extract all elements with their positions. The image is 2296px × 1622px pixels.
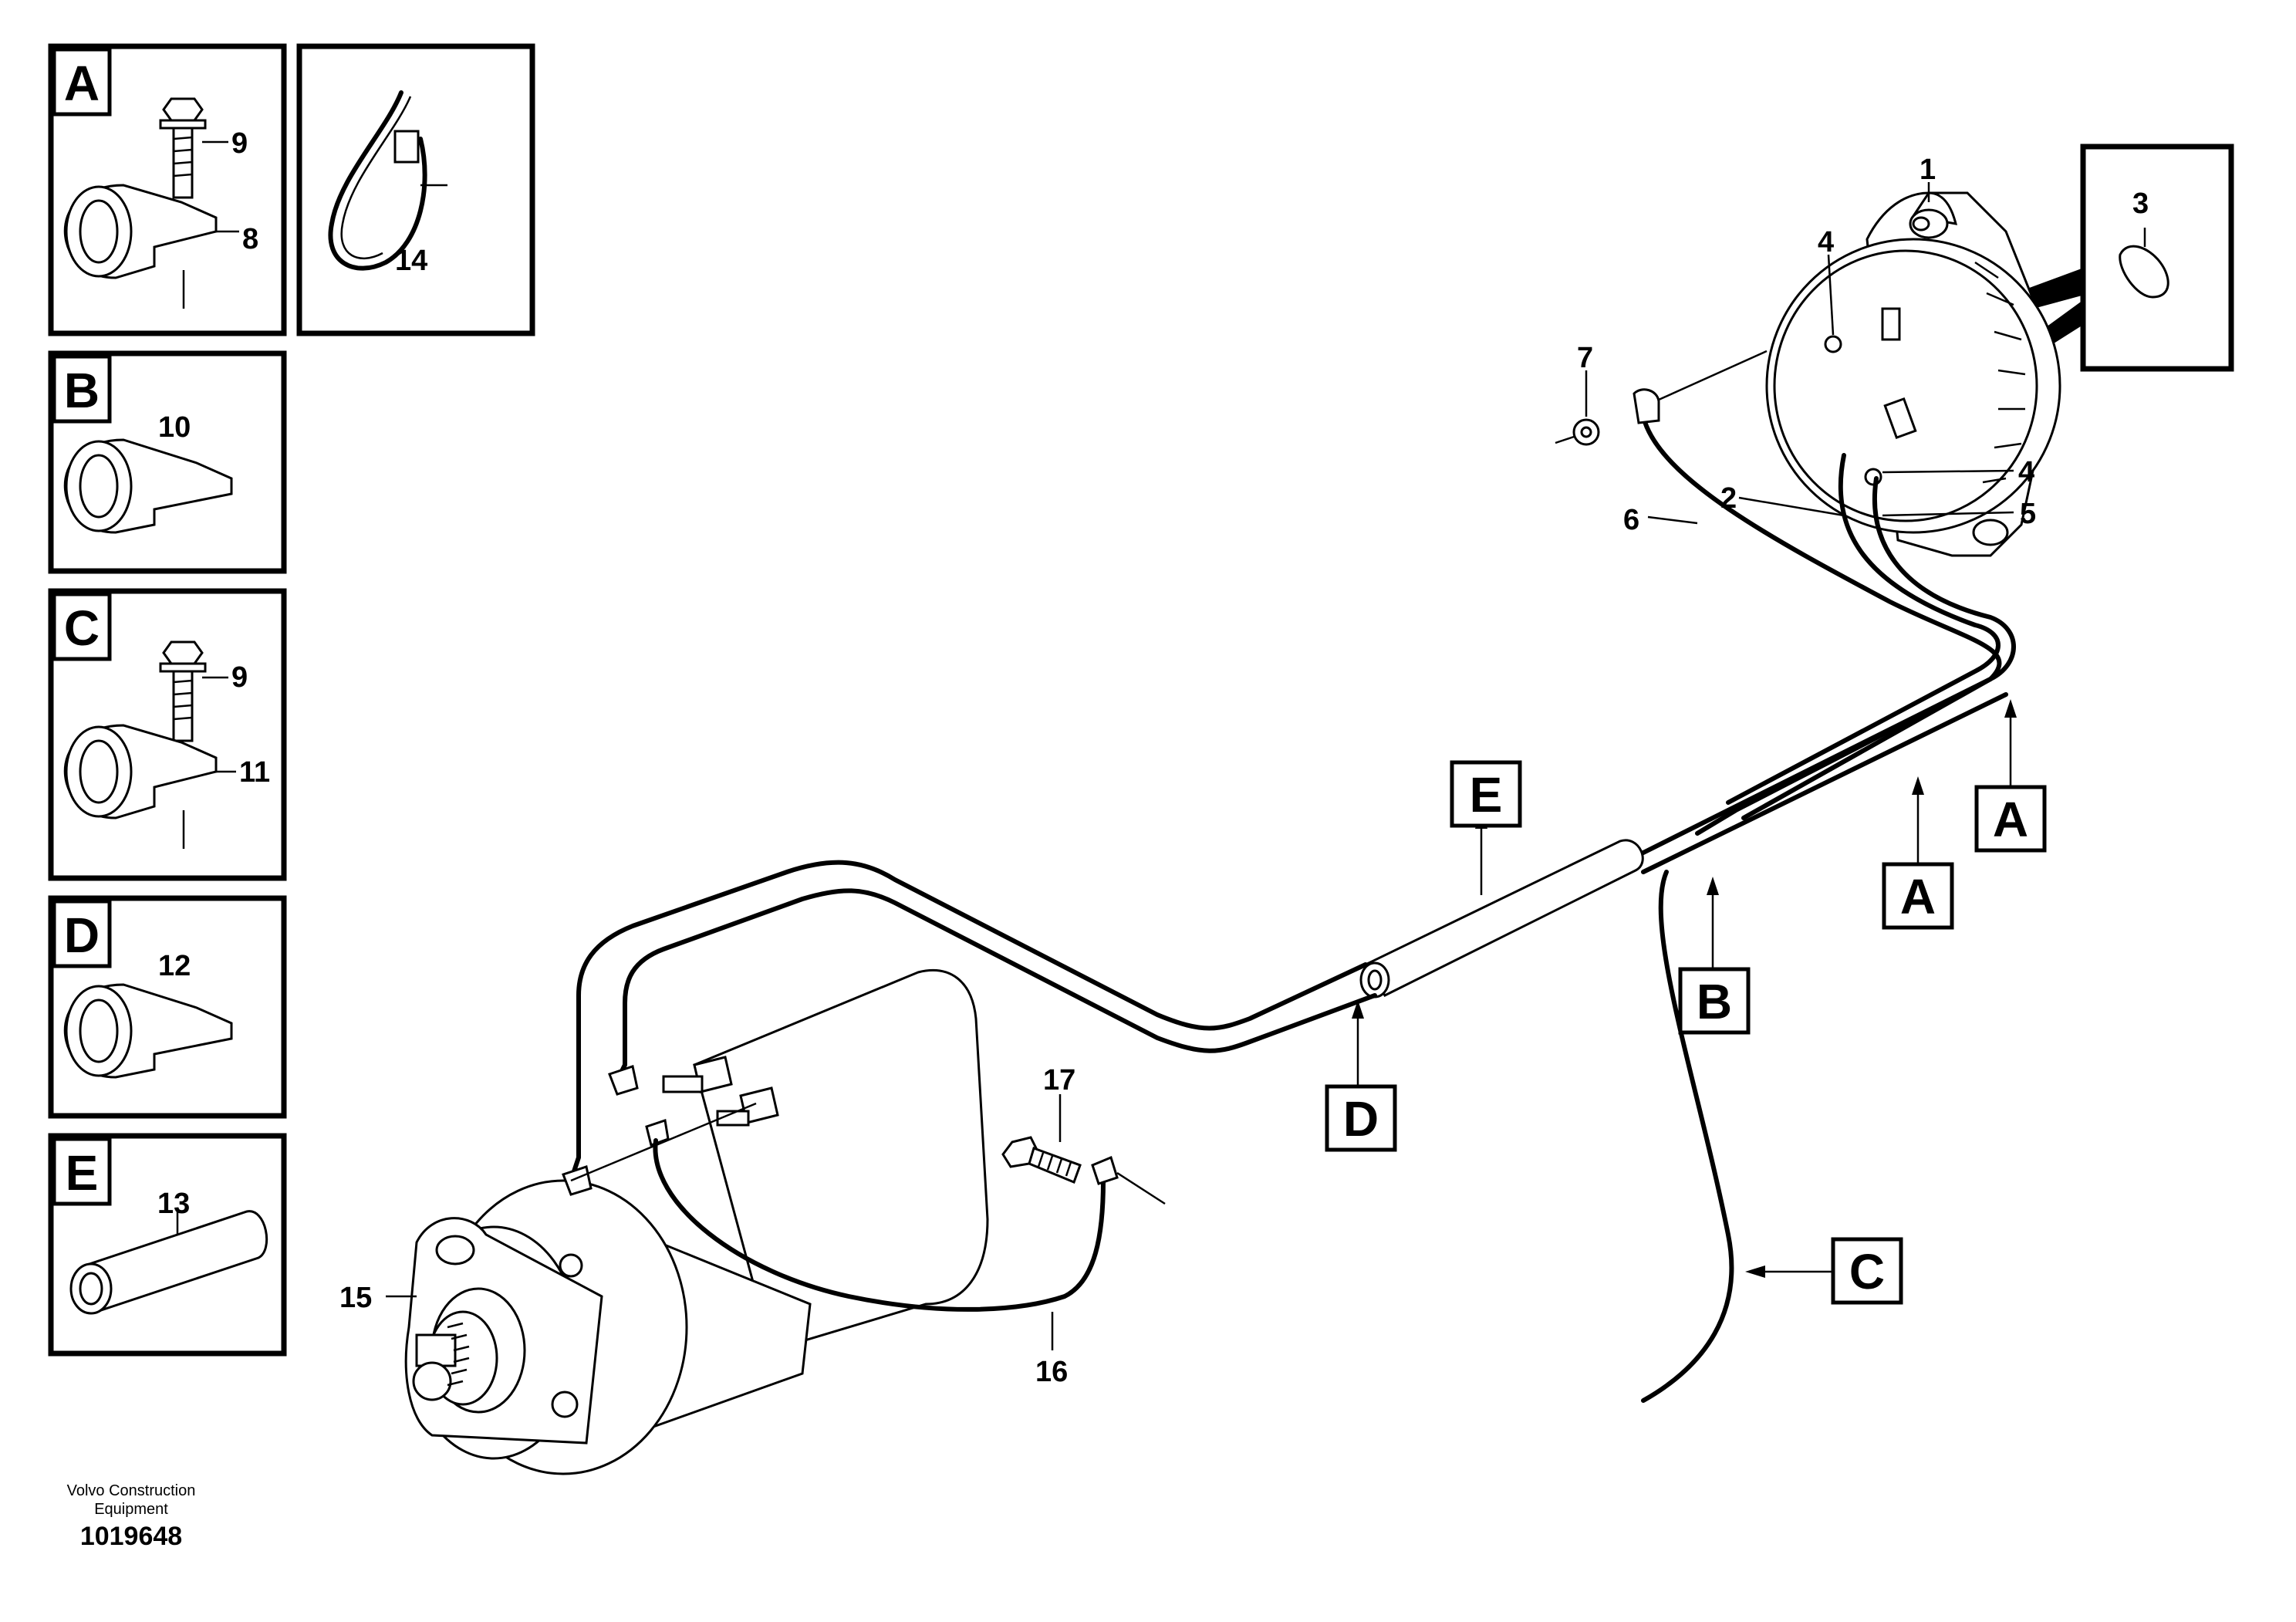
inset-panel-a: A 9 8 bbox=[48, 43, 287, 336]
part-label-11: 11 bbox=[239, 756, 270, 789]
svg-text:D: D bbox=[1343, 1091, 1379, 1147]
callout-box-c: C bbox=[1831, 1237, 1903, 1305]
svg-text:E: E bbox=[1470, 767, 1503, 823]
cable-tie-icon bbox=[328, 90, 447, 271]
callout-box-e: E bbox=[1450, 760, 1522, 828]
part-label-14: 14 bbox=[395, 245, 427, 277]
part-labels: 1 4 7 2 4 5 6 17 15 16 bbox=[339, 154, 2036, 1388]
inset-panel-e: E 13 bbox=[48, 1133, 287, 1357]
inset-panel-d: D 12 bbox=[48, 895, 287, 1119]
inset-letter-c: C bbox=[64, 600, 100, 656]
svg-text:A: A bbox=[1993, 792, 2028, 847]
part-label-4: 4 bbox=[1818, 226, 1834, 259]
svg-text:C: C bbox=[1849, 1244, 1885, 1299]
hose-sleeve-icon bbox=[69, 1210, 268, 1315]
cable-clamp-icon bbox=[63, 983, 233, 1079]
part-label-13: 13 bbox=[157, 1188, 190, 1220]
cable-clamp-icon bbox=[63, 184, 239, 309]
part-label-2: 2 bbox=[1720, 482, 1737, 515]
inset-letter-b: B bbox=[64, 363, 100, 418]
leader-lines bbox=[1051, 182, 2014, 1350]
part-label-15: 15 bbox=[339, 1282, 372, 1314]
part-label-7: 7 bbox=[1577, 342, 1593, 374]
callout-box-b: B bbox=[1678, 967, 1751, 1035]
part-label-3: 3 bbox=[2132, 188, 2149, 220]
inset-panel-b: B 10 bbox=[48, 350, 287, 574]
alternator-icon bbox=[1765, 191, 2061, 557]
part-label-10: 10 bbox=[158, 411, 191, 444]
bolt-icon bbox=[1001, 1136, 1082, 1184]
part-label-9: 9 bbox=[231, 127, 248, 160]
inset-panel-c: C 9 11 bbox=[48, 588, 287, 881]
nut-icon bbox=[1555, 418, 1600, 446]
cable-clamp-icon bbox=[63, 724, 236, 849]
part-label-9: 9 bbox=[231, 661, 248, 694]
callout-box-d: D bbox=[1325, 1084, 1397, 1152]
flange-bolt-icon bbox=[159, 97, 228, 199]
drawing-number: 1019648 bbox=[79, 1522, 183, 1551]
part-label-5: 5 bbox=[2020, 498, 2036, 530]
inset-letter-e: E bbox=[66, 1145, 99, 1201]
solenoid-terminal bbox=[716, 1086, 779, 1127]
inset-letter-a: A bbox=[64, 56, 100, 111]
part-label-17: 17 bbox=[1043, 1064, 1075, 1097]
part-label-1: 1 bbox=[1920, 154, 1936, 186]
part-label-16: 16 bbox=[1035, 1356, 1068, 1388]
part-label-8: 8 bbox=[242, 223, 258, 255]
svg-text:B: B bbox=[1697, 974, 1732, 1029]
part-label-12: 12 bbox=[158, 950, 191, 982]
company-name: Volvo Construction Equipment bbox=[66, 1482, 196, 1518]
part-label-4: 4 bbox=[2018, 456, 2034, 488]
rubber-boot-icon bbox=[2119, 228, 2169, 299]
inset-letter-d: D bbox=[64, 907, 100, 963]
part-label-6: 6 bbox=[1623, 504, 1639, 536]
callout-box-a: A bbox=[1974, 785, 2047, 853]
cable-clamp-icon bbox=[63, 438, 233, 534]
svg-text:A: A bbox=[1900, 869, 1936, 924]
cable-harness bbox=[562, 350, 2016, 1403]
solenoid-terminal bbox=[662, 1056, 733, 1093]
callout-box-a: A bbox=[1882, 862, 1954, 930]
inset-panel-cable-tie: 14 bbox=[296, 43, 535, 336]
starter-motor-icon bbox=[386, 969, 989, 1475]
flange-bolt-icon bbox=[159, 640, 228, 742]
